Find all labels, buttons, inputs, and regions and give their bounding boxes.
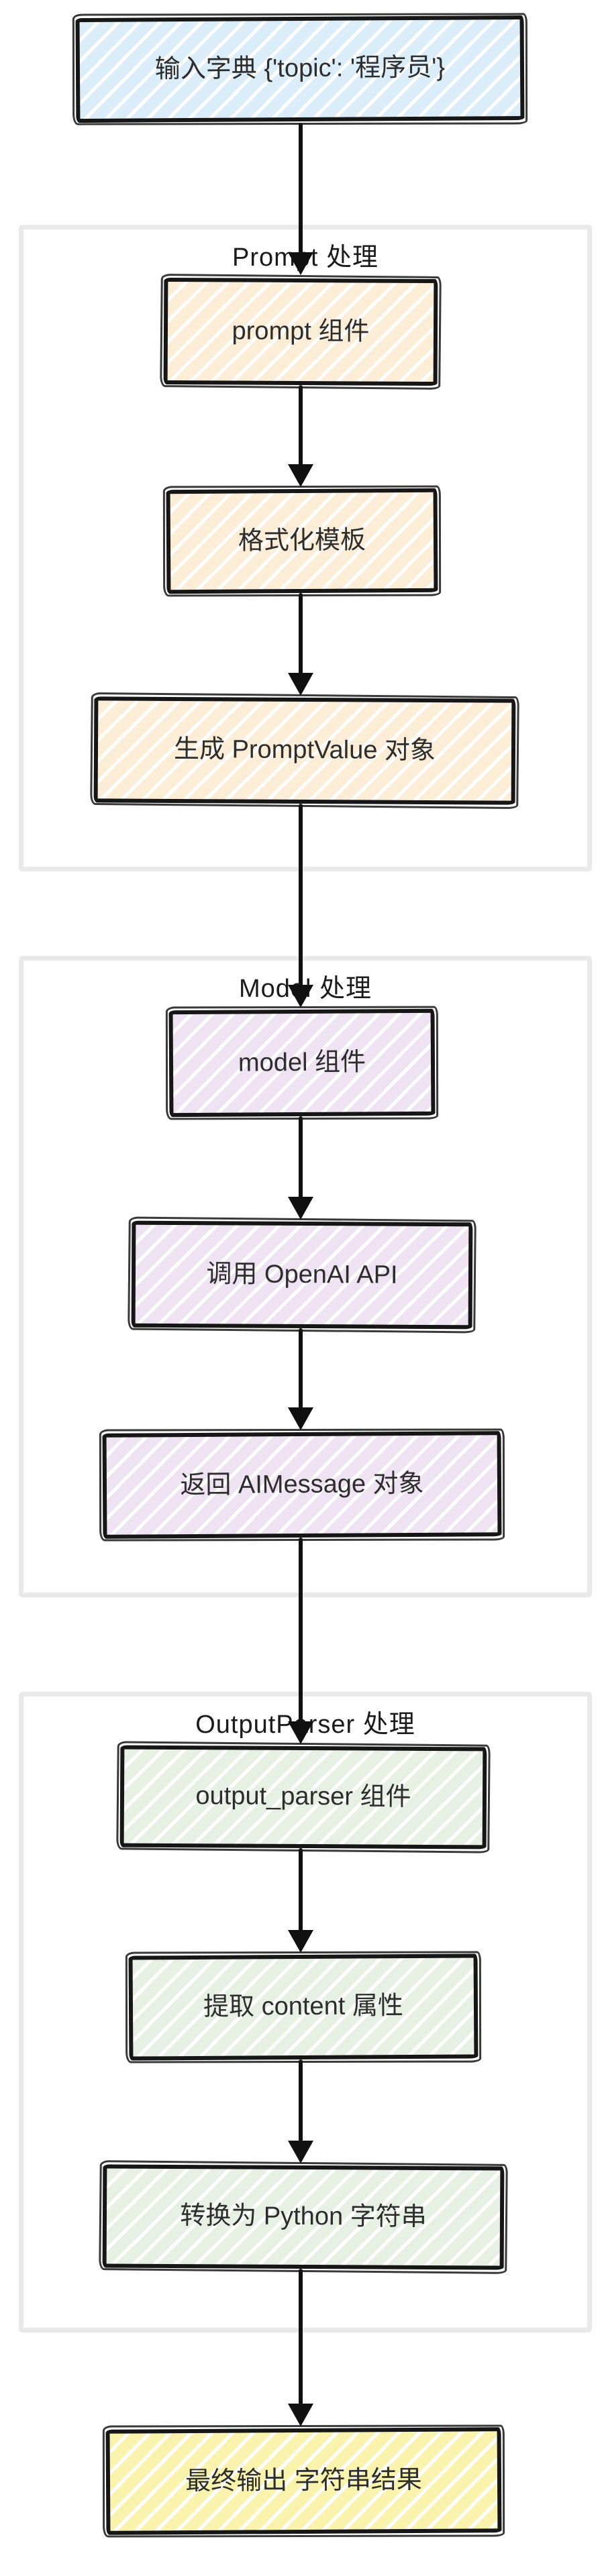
arrow-format-template-to-prompt-value bbox=[287, 593, 314, 696]
arrow-openai-api-to-ai-message bbox=[287, 1328, 314, 1430]
arrow-head-icon bbox=[288, 1197, 313, 1220]
node-prompt-value: 生成 PromptValue 对象 bbox=[93, 696, 516, 805]
node-final-output: 最终输出 字符串结果 bbox=[105, 2427, 502, 2535]
node-ai-message-label: 返回 AIMessage 对象 bbox=[180, 1469, 424, 1499]
node-extract-content-label: 提取 content 属性 bbox=[203, 1992, 404, 2022]
node-format-template: 格式化模板 bbox=[166, 488, 438, 594]
node-input-dict-label: 输入字典 {'topic': '程序员'} bbox=[154, 53, 446, 84]
arrow-shaft bbox=[299, 593, 303, 677]
node-model-component-label: model 组件 bbox=[238, 1048, 366, 1077]
arrow-head-icon bbox=[288, 1930, 313, 1953]
arrow-shaft bbox=[299, 1848, 303, 1934]
arrow-extract-content-to-python-string bbox=[287, 2059, 314, 2163]
group-model-section: Model 处理 bbox=[19, 956, 592, 1597]
node-openai-api-label: 调用 OpenAI API bbox=[206, 1260, 398, 1289]
arrow-shaft bbox=[299, 385, 303, 468]
node-final-output-label: 最终输出 字符串结果 bbox=[185, 2465, 422, 2496]
node-output-parser-component-label: output_parser 组件 bbox=[195, 1782, 411, 1812]
arrow-ai-message-to-output-parser bbox=[287, 1538, 314, 1744]
arrow-shaft bbox=[299, 123, 303, 256]
arrow-head-icon bbox=[288, 464, 313, 487]
arrow-model-component-to-openai-api bbox=[287, 1116, 314, 1220]
arrow-shaft bbox=[299, 1328, 303, 1411]
arrow-shaft bbox=[299, 804, 303, 989]
node-python-string: 转换为 Python 字符串 bbox=[102, 2164, 505, 2270]
arrow-output-parser-to-extract-content bbox=[287, 1848, 314, 1953]
arrow-head-icon bbox=[288, 252, 313, 275]
node-output-parser-component: output_parser 组件 bbox=[119, 1745, 487, 1849]
node-prompt-component-label: prompt 组件 bbox=[232, 317, 370, 346]
node-openai-api: 调用 OpenAI API bbox=[131, 1220, 473, 1330]
node-input-dict: 输入字典 {'topic': '程序员'} bbox=[75, 15, 525, 123]
node-format-template-label: 格式化模板 bbox=[238, 526, 366, 555]
arrow-shaft bbox=[299, 2269, 303, 2408]
node-prompt-component: prompt 组件 bbox=[163, 277, 438, 386]
arrow-head-icon bbox=[288, 985, 313, 1008]
node-python-string-label: 转换为 Python 字符串 bbox=[180, 2202, 427, 2232]
arrow-prompt-component-to-format-template bbox=[287, 385, 314, 487]
arrow-shaft bbox=[299, 2059, 303, 2145]
arrow-head-icon bbox=[288, 2141, 313, 2163]
arrow-prompt-value-to-model-component bbox=[287, 804, 314, 1008]
arrow-head-icon bbox=[288, 673, 313, 696]
arrow-head-icon bbox=[288, 1721, 313, 1744]
arrow-input-to-prompt-component bbox=[287, 123, 314, 275]
arrow-head-icon bbox=[288, 2404, 313, 2426]
node-model-component: model 组件 bbox=[168, 1008, 436, 1118]
arrow-shaft bbox=[299, 1116, 303, 1201]
node-ai-message: 返回 AIMessage 对象 bbox=[102, 1431, 502, 1539]
arrow-head-icon bbox=[288, 1407, 313, 1430]
node-prompt-value-label: 生成 PromptValue 对象 bbox=[173, 735, 436, 765]
node-extract-content: 提取 content 属性 bbox=[128, 1953, 479, 2061]
arrow-python-string-to-final-output bbox=[287, 2269, 314, 2426]
arrow-shaft bbox=[299, 1538, 303, 1725]
